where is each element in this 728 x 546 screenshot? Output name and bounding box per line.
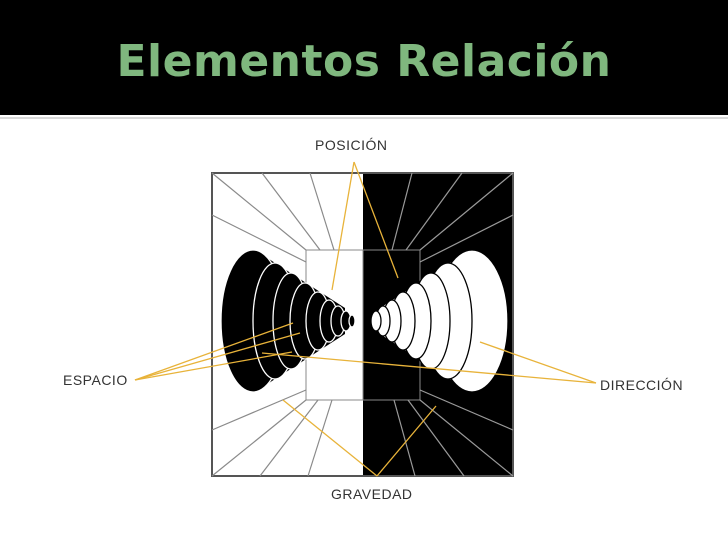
label-gravedad: GRAVEDAD: [331, 486, 413, 502]
title-band: [0, 0, 728, 115]
label-direccion: DIRECCIÓN: [600, 377, 684, 393]
perspective-lines-left: [211, 172, 335, 477]
label-posicion: POSICIÓN: [315, 137, 388, 153]
label-espacio: ESPACIO: [63, 372, 128, 388]
white-cone: [370, 249, 509, 393]
leader-lines: [134, 161, 597, 477]
title-divider: [0, 117, 728, 119]
perspective-lines-right: [391, 172, 514, 477]
slide-title: Elementos Relación: [116, 36, 612, 87]
figure-frame: [211, 172, 514, 477]
